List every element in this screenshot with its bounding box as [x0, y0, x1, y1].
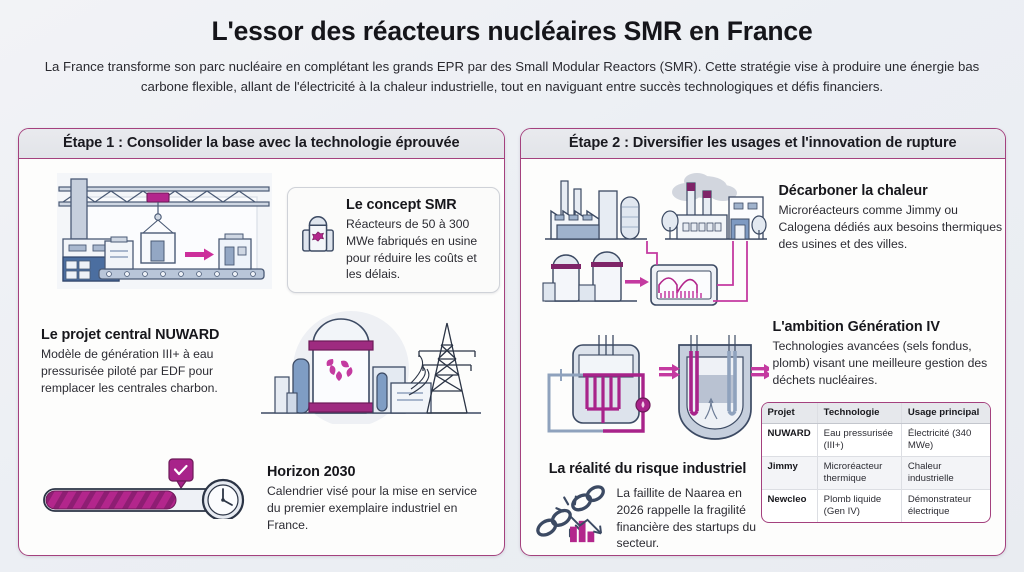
- horizon-heading: Horizon 2030: [267, 464, 356, 480]
- risk-text-block: La réalité du risque industriel: [533, 461, 763, 552]
- check-pin-marker: [168, 458, 194, 490]
- risk-body: La faillite de Naarea en 2026 rappelle l…: [616, 486, 757, 551]
- gen4-body: Technologies avancées (sels fondus, plom…: [772, 339, 988, 387]
- heat-body: Microréacteurs comme Jimmy ou Calogena d…: [778, 203, 1003, 251]
- page-subtitle: La France transforme son parc nucléaire …: [44, 59, 980, 95]
- generation-iv-reactor-vessels-illustration: [539, 331, 769, 451]
- heat-text-block: Décarboner la chaleur Microréacteurs com…: [779, 183, 1004, 252]
- nuward-text-block: Le projet central NUWARD Modèle de génér…: [41, 327, 251, 396]
- table-col-technologie: Technologie: [816, 403, 902, 424]
- concept-smr-card: Le concept SMR Réacteurs de 50 à 300 MWe…: [287, 187, 500, 294]
- smr-reactor-module-icon: [299, 197, 337, 253]
- page-title: L'essor des réacteurs nucléaires SMR en …: [211, 16, 813, 46]
- cell-usage: Électricité (340 MWe): [900, 423, 990, 457]
- panel-1-heading: Étape 1 : Consolider la base avec la tec…: [19, 129, 504, 159]
- clock-icon: [201, 478, 245, 519]
- panels-container: Étape 1 : Consolider la base avec la tec…: [18, 128, 1006, 556]
- cell-technologie: Eau pressurisée (III+): [816, 423, 902, 457]
- table-row: NUWARD Eau pressurisée (III+) Électricit…: [761, 423, 990, 457]
- nuward-body: Modèle de génération III+ à eau pressuri…: [41, 347, 218, 395]
- panel-etape-1: Étape 1 : Consolider la base avec la tec…: [18, 128, 505, 556]
- factory-assembly-line-illustration: [39, 169, 284, 297]
- cell-usage: Chaleur industrielle: [900, 456, 990, 490]
- panel-1-body: Le concept SMR Réacteurs de 50 à 300 MWe…: [19, 159, 504, 555]
- table-header-row: Projet Technologie Usage principal: [761, 403, 990, 424]
- broken-chain-declining-chart-icon: [533, 483, 609, 547]
- horizon-text-block: Horizon 2030 Calendrier visé pour la mis…: [267, 464, 492, 533]
- nuclear-plant-grid-illustration: [251, 309, 491, 424]
- cell-technologie: Microréacteur thermique: [816, 456, 902, 490]
- gen4-text-block: L'ambition Génération IV Technologies av…: [773, 319, 1005, 388]
- industrial-heat-network-illustration: [537, 167, 772, 307]
- table-col-usage: Usage principal: [900, 403, 990, 424]
- horizon-body: Calendrier visé pour la mise en service …: [267, 484, 477, 532]
- panel-2-heading: Étape 2 : Diversifier les usages et l'in…: [520, 129, 1005, 159]
- cell-technologie: Plomb liquide (Gen IV): [816, 489, 902, 522]
- cell-projet: Jimmy: [761, 456, 818, 490]
- projects-table: Projet Technologie Usage principal NUWAR…: [760, 402, 991, 523]
- horizon-progress-widget[interactable]: [41, 457, 256, 519]
- heat-heading: Décarboner la chaleur: [778, 183, 928, 199]
- cell-usage: Démonstrateur électrique: [900, 489, 990, 522]
- nuward-heading: Le projet central NUWARD: [41, 327, 220, 343]
- table-col-projet: Projet: [761, 403, 818, 424]
- table-row: Newcleo Plomb liquide (Gen IV) Démonstra…: [762, 489, 990, 522]
- panel-etape-2: Étape 2 : Diversifier les usages et l'in…: [519, 128, 1006, 556]
- panel-2-body: Décarboner la chaleur Microréacteurs com…: [521, 159, 1006, 555]
- gen4-heading: L'ambition Génération IV: [772, 319, 940, 335]
- concept-smr-heading: Le concept SMR: [346, 197, 457, 213]
- concept-smr-body: Réacteurs de 50 à 300 MWe fabriqués en u…: [346, 217, 478, 282]
- table-row: Jimmy Microréacteur thermique Chaleur in…: [761, 456, 990, 490]
- risk-heading: La réalité du risque industriel: [548, 461, 747, 477]
- header: L'essor des réacteurs nucléaires SMR en …: [0, 0, 1024, 97]
- cell-projet: NUWARD: [761, 423, 818, 457]
- cell-projet: Newcleo: [767, 493, 807, 505]
